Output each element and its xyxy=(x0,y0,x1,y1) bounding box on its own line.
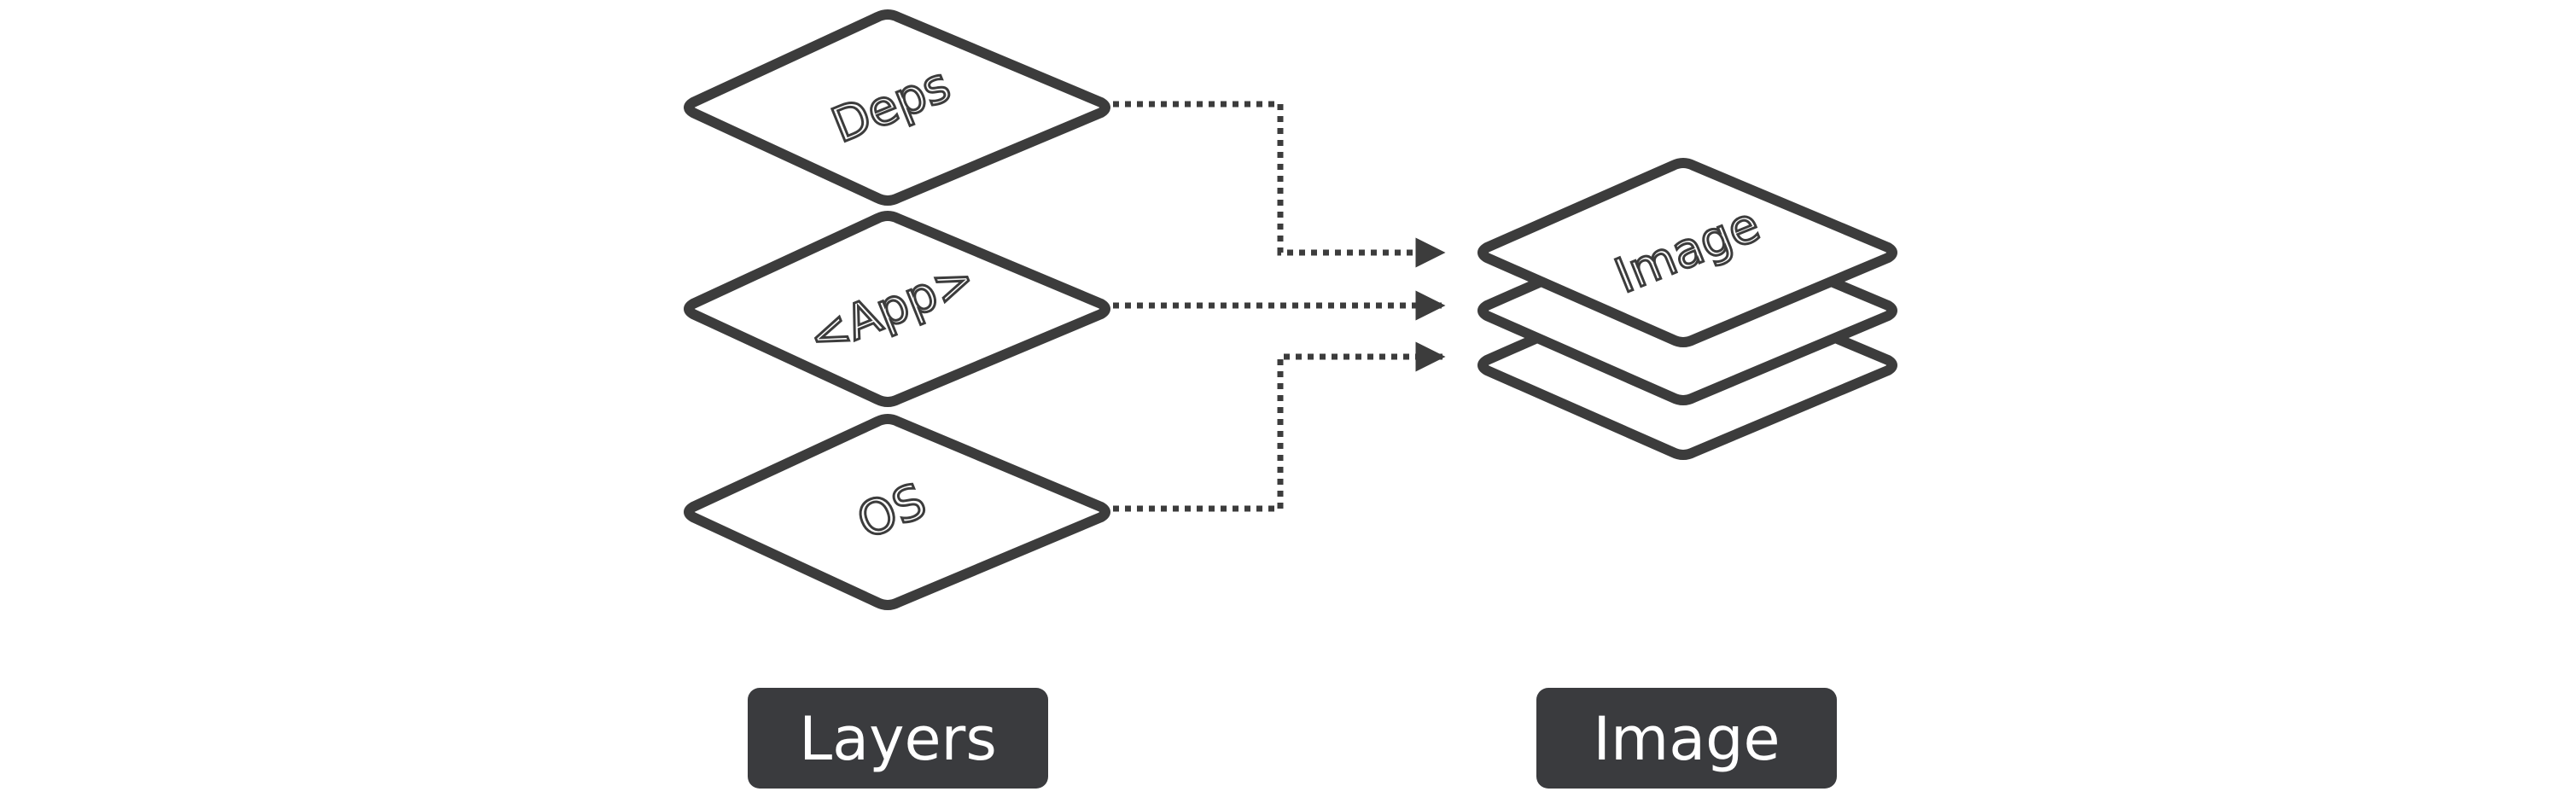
image-stack-layer-top xyxy=(1477,158,1897,347)
connector-os-to-image xyxy=(1101,341,1446,512)
image-stack: Image xyxy=(1477,158,1897,460)
layer-tile-os: OS xyxy=(684,414,1110,610)
caption-layers-label: Layers xyxy=(799,704,997,774)
layer-tile-app: <App> xyxy=(684,211,1110,407)
caption-layers: Layers xyxy=(748,688,1048,789)
caption-image: Image xyxy=(1536,688,1837,789)
caption-image-label: Image xyxy=(1593,704,1780,774)
layer-tile-deps: Deps xyxy=(684,9,1110,206)
connector-deps-to-image xyxy=(1101,101,1446,268)
